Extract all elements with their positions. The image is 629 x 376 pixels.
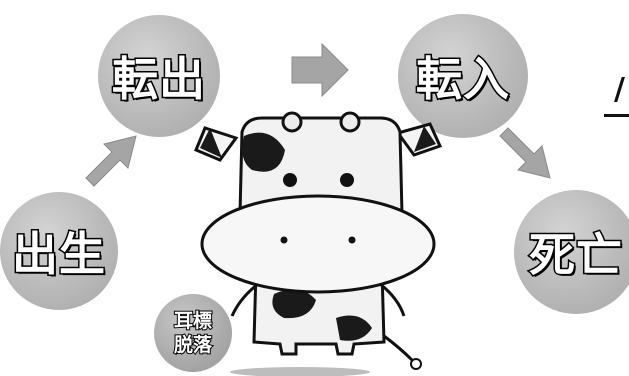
transfer-out-bubble: 転出 [98,15,220,137]
cow-body-spot [272,289,316,319]
arrow-up-right-icon [85,135,137,187]
cow-head-spot [242,132,285,172]
birth-bubble: 出生 [0,192,118,310]
arrow-down-right-icon [499,127,551,179]
ear-tag-drop-bubble: 耳標 脱落 [154,294,232,372]
transfer-in-label: 転入 [415,51,511,108]
cow-body-spot [336,315,372,341]
cow-tail [383,334,414,362]
ear-tag-line2: 脱落 [173,333,213,357]
edge-text-fragment: / [614,72,625,107]
cow-head [238,116,404,216]
cow-left-arm [230,282,259,317]
cow-left-eye [283,173,297,187]
ear-tag-line1: 耳標 [173,309,213,333]
cow-tail-tip [410,358,422,370]
birth-label: 出生 [11,226,107,283]
cow-nostril [280,236,288,244]
arrow-right-icon [291,42,349,98]
edge-underline [604,114,629,117]
death-label: 死亡 [528,227,624,284]
death-bubble: 死亡 [514,190,629,314]
cow-shadow [230,367,370,376]
cow-right-arm [379,282,406,317]
cow-right-horn [339,111,361,133]
cow-right-ear [395,122,443,157]
cow-muzzle [200,194,436,294]
transfer-out-label: 転出 [111,51,207,108]
cow-right-eye [340,173,354,187]
cow-left-ear [194,126,239,162]
cow-nostril [348,236,356,244]
cow-left-horn [281,111,303,133]
transfer-in-bubble: 転入 [398,14,528,138]
